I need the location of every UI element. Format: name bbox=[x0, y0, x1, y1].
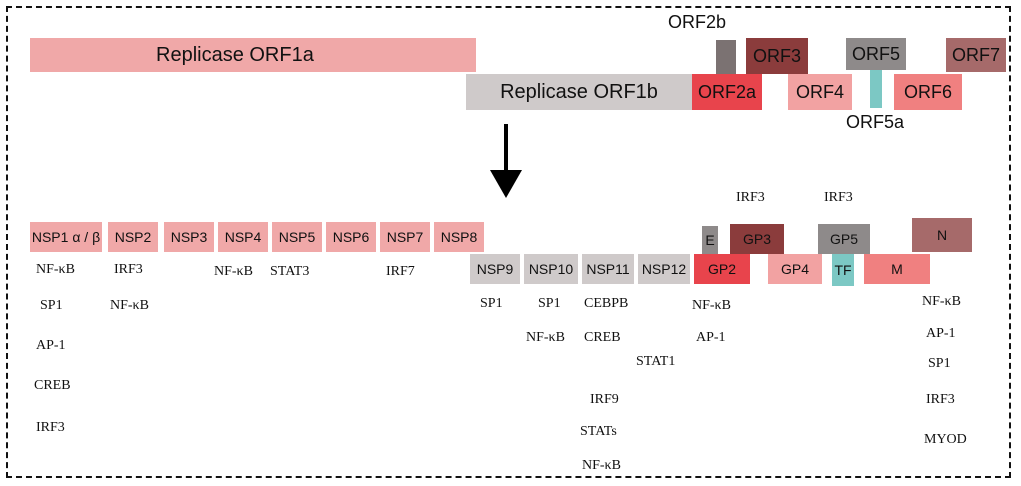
nsp4-label: NSP4 bbox=[224, 229, 262, 245]
orf5-label: ORF5 bbox=[851, 43, 900, 64]
gp3-box: GP3 bbox=[730, 224, 784, 254]
nsp9-box: NSP9 bbox=[470, 254, 520, 284]
orf5a-box bbox=[870, 70, 882, 108]
gp4-box: GP4 bbox=[768, 254, 822, 284]
factor-label: NF-κB bbox=[922, 294, 961, 309]
nsp11-box: NSP11 bbox=[582, 254, 634, 284]
orf3-box: ORF3 bbox=[746, 38, 808, 74]
tf-box: TF bbox=[832, 254, 854, 286]
factor-label: NF-κB bbox=[110, 298, 149, 313]
factor-label: IRF9 bbox=[590, 392, 619, 407]
nsp11-label: NSP11 bbox=[586, 261, 630, 277]
gp4-label: GP4 bbox=[780, 261, 809, 277]
nsp6-box: NSP6 bbox=[326, 222, 376, 252]
orf2b-label: ORF2b bbox=[668, 12, 727, 32]
factor-label: CREB bbox=[34, 378, 71, 393]
replicase-orf1a-label: Replicase ORF1a bbox=[156, 43, 314, 66]
nsp2-label: NSP2 bbox=[114, 229, 152, 245]
orf6-label: ORF6 bbox=[903, 81, 952, 102]
factor-label: AP-1 bbox=[696, 330, 726, 345]
nsp9-label: NSP9 bbox=[476, 261, 514, 277]
dashed-border bbox=[6, 6, 1011, 478]
factor-label: CEBPB bbox=[584, 296, 629, 311]
nsp7-box: NSP7 bbox=[380, 222, 430, 252]
orf4-label: ORF4 bbox=[795, 81, 844, 102]
factor-label: IRF3 bbox=[824, 190, 853, 205]
nsp8-box: NSP8 bbox=[434, 222, 484, 252]
factor-label: STAT3 bbox=[270, 264, 310, 279]
nsp3-box: NSP3 bbox=[164, 222, 214, 252]
factor-label: NF-κB bbox=[526, 330, 565, 345]
replicase-orf1a-box: Replicase ORF1a bbox=[30, 38, 476, 72]
gp2-label: GP2 bbox=[707, 261, 736, 277]
factor-label: AP-1 bbox=[36, 338, 66, 353]
nsp10-label: NSP10 bbox=[528, 261, 574, 277]
factor-label: SP1 bbox=[40, 298, 63, 313]
factor-label: AP-1 bbox=[926, 326, 956, 341]
factor-label: STATs bbox=[580, 424, 617, 439]
nsp5-label: NSP5 bbox=[278, 229, 316, 245]
nsp5-box: NSP5 bbox=[272, 222, 322, 252]
orf7-label: ORF7 bbox=[951, 44, 1000, 65]
orf2b-box bbox=[716, 40, 736, 74]
factor-label: SP1 bbox=[480, 296, 503, 311]
orf6-box: ORF6 bbox=[894, 74, 962, 110]
factor-label: NF-κB bbox=[36, 262, 75, 277]
orf7-box: ORF7 bbox=[946, 38, 1006, 72]
nsp12-box: NSP12 bbox=[638, 254, 690, 284]
nsp12-label: NSP12 bbox=[641, 261, 687, 277]
factor-label: MYOD bbox=[924, 432, 967, 447]
factor-label: SP1 bbox=[928, 356, 951, 371]
nsp2-box: NSP2 bbox=[108, 222, 158, 252]
nsp4-box: NSP4 bbox=[218, 222, 268, 252]
factor-label: CREB bbox=[584, 330, 621, 345]
factor-label: NF-κB bbox=[692, 298, 731, 313]
tf-label: TF bbox=[834, 262, 852, 278]
nsp1-label: NSP1 α / β bbox=[31, 229, 101, 245]
replicase-orf1b-label: Replicase ORF1b bbox=[500, 80, 658, 103]
factor-label: IRF3 bbox=[36, 420, 65, 435]
factor-label: IRF3 bbox=[736, 190, 765, 205]
nsp6-label: NSP6 bbox=[332, 229, 370, 245]
m-label: M bbox=[891, 261, 903, 277]
gp5-label: GP5 bbox=[829, 231, 858, 247]
orf3-label: ORF3 bbox=[752, 45, 801, 66]
down-arrow-icon bbox=[490, 124, 522, 198]
factor-label: NF-κB bbox=[214, 264, 253, 279]
gp2-box: GP2 bbox=[694, 254, 750, 284]
gp5-box: GP5 bbox=[818, 224, 870, 254]
nsp1-box: NSP1 α / β bbox=[30, 222, 102, 252]
orf4-box: ORF4 bbox=[788, 74, 852, 110]
factor-label: IRF3 bbox=[114, 262, 143, 277]
gp3-label: GP3 bbox=[742, 231, 771, 247]
orf5a-label: ORF5a bbox=[846, 112, 905, 132]
e-label: E bbox=[705, 232, 715, 248]
nsp3-label: NSP3 bbox=[170, 229, 208, 245]
nsp10-box: NSP10 bbox=[524, 254, 578, 284]
nsp8-label: NSP8 bbox=[440, 229, 478, 245]
factor-label: NF-κB bbox=[582, 458, 621, 473]
nsp7-label: NSP7 bbox=[386, 229, 424, 245]
factor-label: IRF3 bbox=[926, 392, 955, 407]
e-box: E bbox=[702, 226, 718, 254]
factor-label: SP1 bbox=[538, 296, 561, 311]
n-label: N bbox=[936, 227, 948, 243]
factor-label: IRF7 bbox=[386, 264, 415, 279]
m-box: M bbox=[864, 254, 930, 284]
orf2a-box: ORF2a bbox=[692, 74, 762, 110]
orf5-box: ORF5 bbox=[846, 38, 906, 70]
factor-label: STAT1 bbox=[636, 354, 676, 369]
replicase-orf1b-box: Replicase ORF1b bbox=[466, 74, 692, 110]
n-box: N bbox=[912, 218, 972, 252]
orf2a-label: ORF2a bbox=[697, 81, 757, 102]
